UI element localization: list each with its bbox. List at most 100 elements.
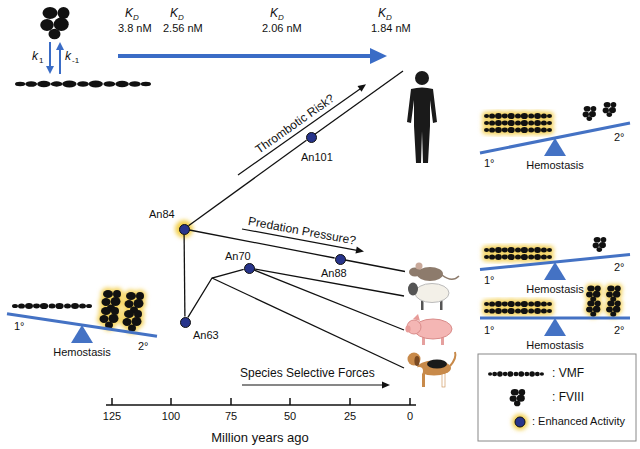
fviii-cluster	[583, 106, 597, 121]
dissociation-constant: 2.56 nM	[163, 22, 203, 35]
fviii-group	[586, 286, 621, 317]
vwf-glow	[484, 254, 552, 260]
mouse-ear	[416, 263, 423, 270]
balance-label: 1°	[14, 320, 25, 333]
balance-mouse	[480, 237, 630, 280]
legend-box	[478, 354, 636, 441]
axis-title: Million years ago	[211, 430, 309, 446]
pressure-arrow	[238, 89, 360, 175]
vwf-glow	[484, 127, 552, 133]
fviii-glow	[606, 301, 621, 317]
fviii-cluster	[100, 307, 120, 329]
legend-fviii-sample	[510, 389, 526, 406]
constant-symbol: K	[170, 6, 178, 20]
human-silhouette	[407, 71, 437, 163]
dissociation-arrow	[59, 49, 61, 74]
balance-human	[480, 102, 630, 156]
vwf-multimer	[15, 81, 151, 88]
pressure-label: Predation Pressure?	[247, 214, 357, 248]
dog-tail	[450, 352, 455, 366]
human-body	[407, 88, 437, 164]
axis-tick-label: 25	[344, 410, 356, 423]
fviii-glow	[586, 301, 601, 317]
constant-subscript: D	[278, 13, 284, 23]
rate-subscript: -1	[72, 56, 79, 66]
fviii-cluster	[603, 102, 617, 117]
balance-ancestor	[7, 290, 157, 343]
balance-fulcrum	[544, 262, 566, 280]
arrow-head	[382, 382, 390, 389]
balance-label: 1°	[484, 324, 495, 337]
balance-label: Hemostasis	[526, 339, 583, 352]
balance-label: 2°	[138, 340, 149, 353]
vwf-glow	[484, 120, 552, 126]
axis-tick-label: 50	[284, 410, 296, 423]
balance-label: 1°	[484, 157, 495, 170]
legend-dot-sample	[515, 417, 525, 427]
rate-symbol: k	[32, 49, 38, 63]
arrow-head	[356, 247, 365, 254]
fviii-cluster	[586, 286, 601, 302]
dissociation-constant: 1.84 nM	[371, 22, 411, 35]
affinity-arrow	[118, 54, 372, 58]
axis-tick	[409, 398, 411, 405]
association-arrow	[49, 42, 51, 67]
balance-fulcrum	[71, 325, 93, 343]
axis-tick	[170, 398, 172, 405]
vwf-glow	[484, 308, 552, 314]
mouse-icon	[409, 263, 459, 282]
axis-tick-label: 0	[407, 410, 413, 423]
balance-label: 2°	[614, 324, 625, 337]
axis-tick	[111, 398, 113, 405]
tree-branch	[183, 235, 185, 317]
constant-symbol: K	[378, 6, 386, 20]
fviii-cluster	[606, 286, 621, 302]
axis-tick	[349, 398, 351, 405]
ancestor-node: An101	[306, 132, 317, 143]
vwf-multimer	[484, 301, 552, 307]
fviii-glow	[100, 290, 145, 332]
pig-snout	[405, 326, 410, 333]
arrow-head	[370, 48, 387, 64]
arrow-head	[358, 84, 367, 92]
fviii-glow	[123, 310, 143, 332]
tree-branch	[188, 269, 244, 317]
fviii-glow	[586, 286, 621, 317]
constant-symbol: K	[125, 6, 133, 20]
arrow-head	[56, 42, 64, 50]
legend-vwf-sample	[488, 371, 544, 377]
axis-tick	[230, 398, 232, 405]
dog-head	[408, 353, 421, 366]
fviii-cluster	[123, 310, 143, 332]
branch-line	[340, 259, 405, 272]
mouse-tail	[442, 275, 459, 279]
branch-line	[249, 268, 404, 330]
dog-ear	[414, 356, 419, 366]
pig-icon	[405, 314, 452, 345]
ancestor-node: An70	[244, 263, 255, 274]
vwf-glow	[484, 247, 552, 253]
node-label: An101	[301, 151, 333, 164]
vwf-multimer	[484, 308, 552, 314]
node-label: An70	[225, 250, 251, 263]
fviii-complex	[40, 7, 69, 39]
branch-line	[212, 278, 404, 368]
dog-leg	[442, 373, 445, 387]
node-label: An84	[149, 208, 175, 221]
constant-subscript: D	[178, 13, 184, 23]
balance-label: 2°	[614, 261, 625, 274]
mouse-body	[417, 267, 443, 281]
rate-subscript: 1	[39, 56, 43, 66]
fviii-cluster	[606, 301, 621, 317]
pressure-arrow	[242, 384, 383, 385]
sheep-icon	[408, 283, 449, 311]
vwf-multimer	[484, 120, 552, 126]
vwf-glow	[484, 113, 552, 119]
sheep-body	[415, 284, 449, 303]
dissociation-constant: 2.06 nM	[262, 22, 302, 35]
legend-glow-sample	[512, 414, 528, 430]
fviii-glow	[100, 307, 120, 329]
vwf-multimer	[484, 113, 552, 119]
